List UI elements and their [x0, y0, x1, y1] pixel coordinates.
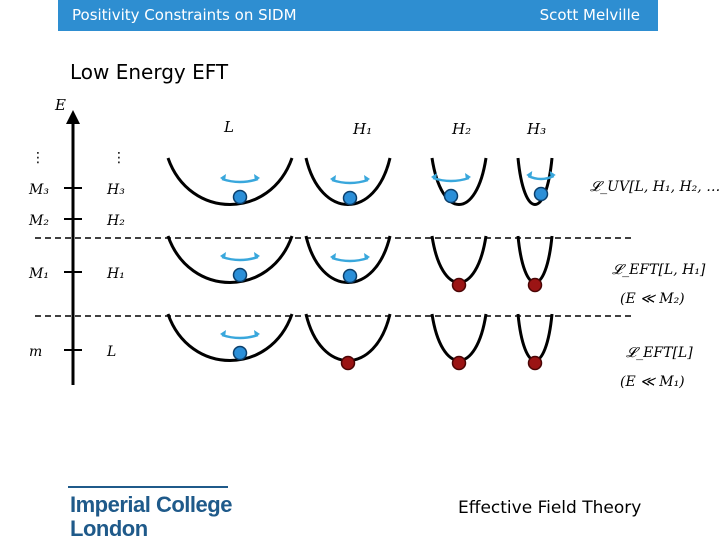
- author-name: Scott Melville: [539, 6, 640, 24]
- arrowhead-right-r1-c3: [465, 173, 471, 180]
- column-header-H1: H₁: [352, 120, 372, 138]
- logo-text-line2: London: [70, 516, 148, 541]
- oscillation-arrow-r2-c2: [331, 256, 369, 263]
- arrowhead-right-r1-c4: [549, 171, 556, 178]
- arrowhead-left-r2-c1: [220, 252, 226, 259]
- arrowhead-right-r1-c1: [254, 174, 260, 181]
- arrowhead-left-r3-c1: [220, 330, 226, 337]
- dynamic-field-ball-r1-c3: [443, 188, 459, 204]
- oscillation-arrow-r3-c1: [221, 333, 259, 340]
- oscillation-arrow-r1-c4: [527, 174, 555, 181]
- well-r2-c3: [430, 235, 488, 284]
- header-bar: Positivity Constraints on SIDM Scott Mel…: [58, 0, 658, 31]
- dynamic-field-ball-r3-c1: [232, 345, 248, 361]
- dynamic-field-ball-r1-c2: [342, 190, 358, 206]
- frozen-field-ball-r2-c3: [451, 277, 467, 293]
- arrowhead-left-r1-c3: [431, 173, 437, 180]
- theory-label-uv: 𝓛_UV[L, H₁, H₂, … ]: [590, 179, 720, 195]
- column-header-H2: H₂: [451, 120, 471, 138]
- field-label-H3: H₃: [106, 182, 125, 198]
- energy-axis-label: E: [54, 96, 66, 114]
- arrowhead-left-r2-c2: [330, 253, 336, 260]
- arrowhead-right-r2-c2: [364, 253, 370, 260]
- logo-text-line1: Imperial College: [70, 492, 232, 517]
- field-label-L: L: [106, 344, 116, 360]
- axis-ellipsis-left: ⋮: [31, 150, 45, 166]
- oscillation-arrow-r2-c1: [221, 255, 259, 262]
- potential-wells: [166, 157, 556, 371]
- level-label-M2: M₂: [28, 213, 49, 229]
- arrowhead-left-r1-c4: [526, 171, 533, 178]
- field-label-H1: H₁: [106, 266, 125, 282]
- dynamic-field-ball-r2-c1: [232, 267, 248, 283]
- theory-label-eft-1: 𝓛_EFT[L, H₁]: [612, 262, 706, 278]
- theory-label-eft-2: 𝓛_EFT[L]: [626, 345, 693, 361]
- well-r2-c4: [516, 235, 554, 284]
- arrowhead-left-r1-c2: [330, 175, 336, 182]
- frozen-field-ball-r2-c4: [527, 277, 543, 293]
- axis-ellipsis-right: ⋮: [112, 150, 126, 166]
- presentation-title: Positivity Constraints on SIDM: [72, 6, 297, 24]
- dynamic-field-ball-r1-c4: [533, 186, 549, 202]
- well-r2-c1: [166, 235, 294, 284]
- well-r3-c3: [430, 313, 488, 362]
- column-header-H3: H₃: [526, 120, 546, 138]
- dynamic-field-ball-r2-c2: [342, 268, 358, 284]
- logo-rule: [68, 486, 228, 488]
- level-label-M3: M₃: [28, 182, 49, 198]
- well-r3-c4: [516, 313, 554, 362]
- level-label-m: m: [29, 344, 42, 360]
- slide-caption: Effective Field Theory: [458, 498, 642, 518]
- oscillation-arrow-r1-c2: [331, 178, 369, 185]
- theory-condition-eft-1: (E ≪ M₂): [620, 291, 685, 307]
- energy-axis-arrowhead: [66, 110, 80, 124]
- arrowhead-right-r1-c2: [364, 175, 370, 182]
- well-r3-c2: [304, 313, 392, 362]
- oscillation-arrow-r1-c3: [432, 176, 470, 183]
- arrowhead-right-r3-c1: [254, 330, 260, 337]
- arrowhead-right-r2-c1: [254, 252, 260, 259]
- field-label-H2: H₂: [106, 213, 125, 229]
- arrowhead-left-r1-c1: [220, 174, 226, 181]
- dynamic-field-ball-r1-c1: [232, 189, 248, 205]
- imperial-college-logo: Imperial College London: [68, 486, 268, 541]
- level-label-M1: M₁: [28, 266, 49, 282]
- well-r1-c1: [166, 157, 294, 206]
- theory-condition-eft-2: (E ≪ M₁): [620, 374, 685, 390]
- column-header-L: L: [223, 118, 234, 136]
- frozen-field-ball-r3-c4: [527, 355, 543, 371]
- well-r3-c1: [166, 313, 294, 362]
- oscillation-arrow-r1-c1: [221, 177, 259, 184]
- frozen-field-ball-r3-c2: [340, 355, 356, 371]
- slide-title: Low Energy EFT: [70, 60, 229, 84]
- frozen-field-ball-r3-c3: [451, 355, 467, 371]
